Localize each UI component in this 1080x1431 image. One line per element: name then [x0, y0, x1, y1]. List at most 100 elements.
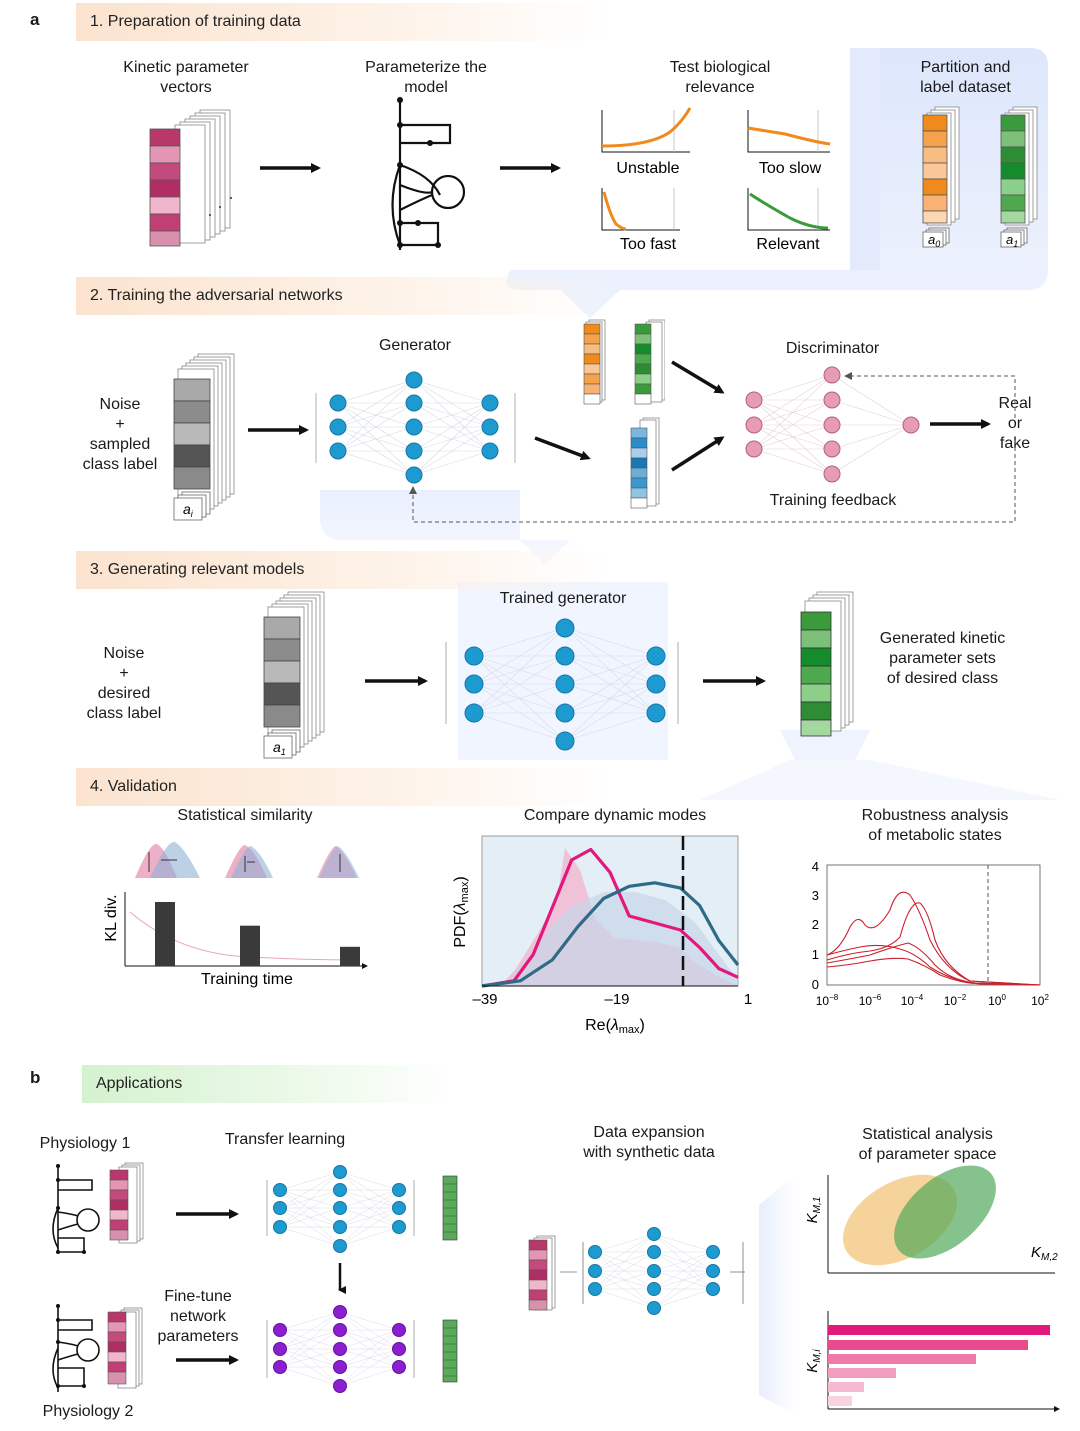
expansion-node — [706, 1264, 720, 1278]
trained-generator-node — [555, 731, 575, 751]
noise-stack-step2: ai — [173, 353, 235, 521]
transfer-target-node — [273, 1360, 287, 1374]
transfer-source-node — [392, 1220, 406, 1234]
relevant-label: Relevant — [756, 236, 820, 253]
rob-ytick-1: 1 — [812, 947, 819, 962]
discriminator-node — [902, 416, 920, 434]
too-slow-label: Too slow — [759, 160, 822, 177]
discriminator-node — [823, 366, 841, 384]
discriminator-node — [823, 416, 841, 434]
expansion-node — [706, 1282, 720, 1296]
step3-title: 3. Generating relevant models — [76, 551, 610, 589]
transfer-source-node — [273, 1183, 287, 1197]
expansion-node — [647, 1301, 661, 1315]
dm-xtick-1: –39 — [472, 991, 497, 1008]
generated-label: Generated kinetic parameter sets of desi… — [879, 630, 1006, 687]
step1-arrows — [260, 163, 561, 173]
expansion-node — [647, 1282, 661, 1296]
transfer-target-node — [392, 1342, 406, 1356]
label-a1-sub: 1 — [1013, 239, 1018, 249]
kl-chart: KL div. Training time — [103, 841, 368, 988]
trained-generator-label: Trained generator — [499, 590, 627, 607]
generator-label: Generator — [378, 337, 452, 354]
noise-stack-step3: a1 — [263, 591, 325, 759]
discriminator-node — [745, 391, 763, 409]
label-a0: a — [928, 232, 935, 247]
kl-bar — [240, 925, 260, 966]
label-a1: a — [1006, 232, 1013, 247]
parameterize-label: Parameterize the model — [365, 59, 487, 96]
partition-stacks: a0 a1 — [922, 106, 1038, 249]
background-blue-shapes — [320, 48, 1049, 760]
trained-generator-node — [464, 674, 484, 694]
discriminator-node — [823, 391, 841, 409]
dm-xlabel: Re(λmax) — [585, 1017, 645, 1036]
discriminator-node — [823, 440, 841, 458]
physiology2-label: Physiology 2 — [42, 1403, 134, 1420]
step3-arrows — [365, 676, 766, 686]
step4-title: 4. Validation — [76, 768, 610, 806]
dm-series-line-2 — [481, 881, 740, 988]
compare-label: Compare dynamic modes — [523, 807, 707, 824]
expansion-node — [706, 1245, 720, 1259]
transfer-learning-label: Transfer learning — [224, 1131, 346, 1148]
transfer-source-node — [333, 1165, 347, 1179]
generator-node — [329, 394, 347, 412]
svg-text:a0: a0 — [928, 232, 940, 249]
generator-node — [405, 442, 423, 460]
trained-generator-node — [555, 674, 575, 694]
label-ai: a — [183, 501, 191, 517]
svg-text:a1: a1 — [1006, 232, 1018, 249]
discriminator-node — [823, 465, 841, 483]
stat-analysis-plots: KM,1 KM,2 KM,i — [759, 1165, 1060, 1415]
rob-xtick-2: 10−4 — [901, 993, 924, 1008]
kinetic-label: Kinetic parameter vectors — [123, 59, 249, 96]
dynamic-modes-chart: –39 –19 1 PDF(λmax) Re(λmax) — [452, 835, 752, 1036]
label-a0-sub: 0 — [935, 239, 940, 249]
rob-ytick-3: 3 — [812, 888, 819, 903]
rob-xtick-5: 102 — [1031, 993, 1049, 1008]
discriminator-label: Discriminator — [785, 340, 880, 357]
dm-xtick-3: 1 — [744, 991, 752, 1008]
panel-letter-b: b — [30, 1068, 41, 1087]
km1-label: KM,1 — [804, 1197, 823, 1224]
transfer-source-node — [273, 1220, 287, 1234]
applications-title: Applications — [82, 1065, 456, 1103]
label-ai-sub: i — [191, 509, 194, 519]
generator-network — [315, 371, 516, 484]
transfer-networks — [266, 1165, 415, 1393]
rob-ytick-0: 0 — [812, 977, 819, 992]
transfer-target-node — [392, 1360, 406, 1374]
expansion-node — [588, 1245, 602, 1259]
generator-node — [405, 466, 423, 484]
step3-noise-label: Noise + desired class label — [86, 645, 162, 722]
generator-node — [329, 442, 347, 460]
rob-xtick-1: 10−6 — [859, 993, 882, 1008]
partition-label: Partition and label dataset — [920, 59, 1011, 96]
label-a1-step3: a — [273, 739, 281, 755]
panel-letter-a: a — [30, 10, 40, 29]
transfer-source-node — [333, 1239, 347, 1253]
trained-generator-node — [464, 703, 484, 723]
transfer-source-node — [392, 1183, 406, 1197]
model-network-diagram — [391, 97, 466, 250]
svg-text:a1: a1 — [273, 739, 286, 757]
trained-generator-node — [555, 703, 575, 723]
trained-generator-node — [646, 646, 666, 666]
step2-noise-label: Noise + sampled class label — [82, 396, 158, 473]
trained-generator-node — [646, 703, 666, 723]
trained-generator-node — [464, 646, 484, 666]
trained-generator-network — [445, 618, 679, 751]
unstable-label: Unstable — [616, 160, 679, 177]
panel-b-arrows — [176, 1209, 239, 1365]
transfer-target-node — [273, 1323, 287, 1337]
transfer-target-node — [333, 1379, 347, 1393]
kl-ylabel: KL div. — [103, 894, 120, 941]
dm-ylabel: PDF(λmax) — [452, 876, 471, 947]
transfer-output-vectors — [442, 1175, 458, 1383]
expansion-node — [647, 1227, 661, 1241]
test-label: Test biological relevance — [669, 59, 771, 96]
transfer-source-node — [273, 1201, 287, 1215]
dm-series-line-1 — [481, 847, 739, 988]
generator-node — [481, 442, 499, 460]
